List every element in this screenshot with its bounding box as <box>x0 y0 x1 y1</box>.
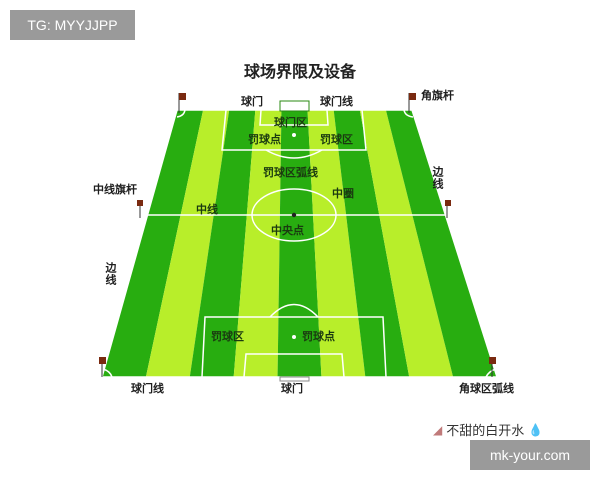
pitch-stripe <box>307 110 366 377</box>
watermark-badge-bottom: mk-your.com <box>470 440 590 470</box>
label-goal-top: 球门 <box>241 95 263 108</box>
label-goal-area: 球门区 <box>274 116 307 129</box>
label-halfway-flag: 中线旗杆 <box>93 183 137 196</box>
label-corner-flag: 角旗杆 <box>421 89 454 102</box>
pitch-stripe <box>233 110 282 377</box>
label-touchline-left: 边线 <box>104 262 117 286</box>
label-center-circle: 中圈 <box>332 187 354 200</box>
pitch-stripe <box>359 110 454 377</box>
goal-bottom <box>279 376 310 382</box>
penalty-arc-top-mark <box>265 149 323 159</box>
corner-flag-top-left <box>178 93 186 113</box>
label-penalty-area-bottom: 罚球区 <box>211 330 244 343</box>
pitch-markings <box>101 109 499 378</box>
label-penalty-spot-bottom: 罚球点 <box>302 330 335 343</box>
penalty-area-bottom-mark <box>201 316 387 378</box>
signature-text: 不甜的白开水 <box>446 424 525 439</box>
corner-arc-top-right <box>403 109 414 118</box>
goal-area-top-mark <box>259 109 329 126</box>
bowl-icon: ◢ <box>433 422 443 437</box>
author-signature: ◢ 不甜的白开水 💧 <box>433 420 544 440</box>
pitch-stripe <box>189 110 256 377</box>
label-center-spot: 中央点 <box>271 224 304 237</box>
label-goal-line-bottom: 球门线 <box>131 382 164 395</box>
label-penalty-area-top: 罚球区 <box>320 133 353 146</box>
pitch-stripe <box>385 110 497 377</box>
halfway-flag-right <box>445 200 451 218</box>
label-touchline-right: 边线 <box>431 166 444 190</box>
label-goal-bottom: 球门 <box>281 382 303 395</box>
water-drop-icon: 💧 <box>528 422 544 437</box>
penalty-area-top-mark <box>221 109 367 151</box>
goal-top <box>279 100 310 112</box>
penalty-spot-bottom-mark <box>292 335 296 339</box>
watermark-badge-top: TG: MYYJJPP <box>10 10 135 40</box>
corner-arc-bottom-left <box>102 368 113 378</box>
center-circle-mark <box>251 188 337 242</box>
corner-arc-top-left <box>176 109 186 118</box>
halfway-flag-left <box>137 200 143 218</box>
label-corner-arc: 角球区弧线 <box>459 382 514 395</box>
flags <box>99 93 496 377</box>
label-goal-line-top: 球门线 <box>320 95 353 108</box>
corner-flag-bottom-left <box>99 357 106 377</box>
pitch-stripe <box>145 110 230 377</box>
field-boundary <box>101 109 499 378</box>
label-penalty-arc: 罚球区弧线 <box>263 166 318 179</box>
corner-arc-bottom-right <box>485 368 497 378</box>
penalty-spot-top-mark <box>292 133 296 137</box>
penalty-arc-bottom-mark <box>269 303 319 318</box>
label-penalty-spot-top: 罚球点 <box>248 133 281 146</box>
label-halfway-line: 中线 <box>196 203 218 216</box>
diagram-title: 球场界限及设备 <box>243 62 356 81</box>
pitch-stripe <box>102 110 204 377</box>
goal-area-bottom-mark <box>243 353 345 378</box>
center-spot-mark <box>291 212 297 218</box>
corner-flag-top-right <box>408 93 416 113</box>
corner-flag-bottom-right <box>489 357 496 377</box>
pitch-stripe <box>333 110 410 377</box>
